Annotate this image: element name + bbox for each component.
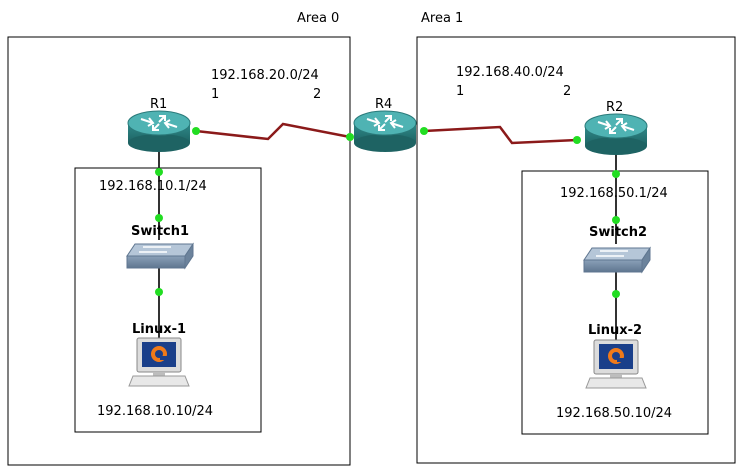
linux1-label: Linux-1 <box>132 322 186 337</box>
linux1-pc-icon[interactable] <box>128 337 190 387</box>
area-1-box <box>416 36 736 464</box>
linux1-ip: 192.168.10.10/24 <box>97 404 213 419</box>
switch2-icon[interactable] <box>583 247 651 273</box>
switch1-label: Switch1 <box>131 224 189 239</box>
lan-1-box <box>74 167 262 433</box>
router-r1-label: R1 <box>150 97 167 112</box>
router-r2[interactable] <box>584 113 648 156</box>
port-r1-serial <box>192 127 200 135</box>
port-switch2-down <box>612 290 620 298</box>
switch1-icon[interactable] <box>126 243 194 269</box>
switch2-label: Switch2 <box>589 225 647 240</box>
port-r4-serial-a <box>346 133 354 141</box>
linux2-label: Linux-2 <box>588 323 642 338</box>
link-2-end-b: 2 <box>563 84 571 99</box>
port-dots <box>155 127 620 298</box>
lan-1-gateway-ip: 192.168.10.1/24 <box>99 179 207 194</box>
linux2-pc-icon[interactable] <box>585 339 647 389</box>
router-r1[interactable] <box>127 110 191 153</box>
link-2-network: 192.168.40.0/24 <box>456 65 564 80</box>
area-0-label: Area 0 <box>297 11 339 26</box>
port-switch2-up <box>612 216 620 224</box>
router-r4-label: R4 <box>375 97 392 112</box>
lan-2-gateway-ip: 192.168.50.1/24 <box>560 186 668 201</box>
port-switch1-down <box>155 288 163 296</box>
link-1-end-b: 2 <box>313 87 321 102</box>
router-r4[interactable] <box>353 110 417 153</box>
serial-link-r1-r4[interactable] <box>195 122 351 141</box>
area-1-label: Area 1 <box>421 11 463 26</box>
link-1-network: 192.168.20.0/24 <box>211 68 319 83</box>
port-switch1-up <box>155 214 163 222</box>
router-r2-label: R2 <box>606 100 623 115</box>
port-r1-eth <box>155 168 163 176</box>
port-r4-serial-b <box>420 127 428 135</box>
area-0-box <box>7 36 351 466</box>
link-1-end-a: 1 <box>211 87 219 102</box>
linux2-ip: 192.168.50.10/24 <box>556 406 672 421</box>
port-r2-eth <box>612 170 620 178</box>
link-2-end-a: 1 <box>456 84 464 99</box>
serial-link-r4-r2[interactable] <box>423 125 578 145</box>
port-r2-serial <box>573 136 581 144</box>
